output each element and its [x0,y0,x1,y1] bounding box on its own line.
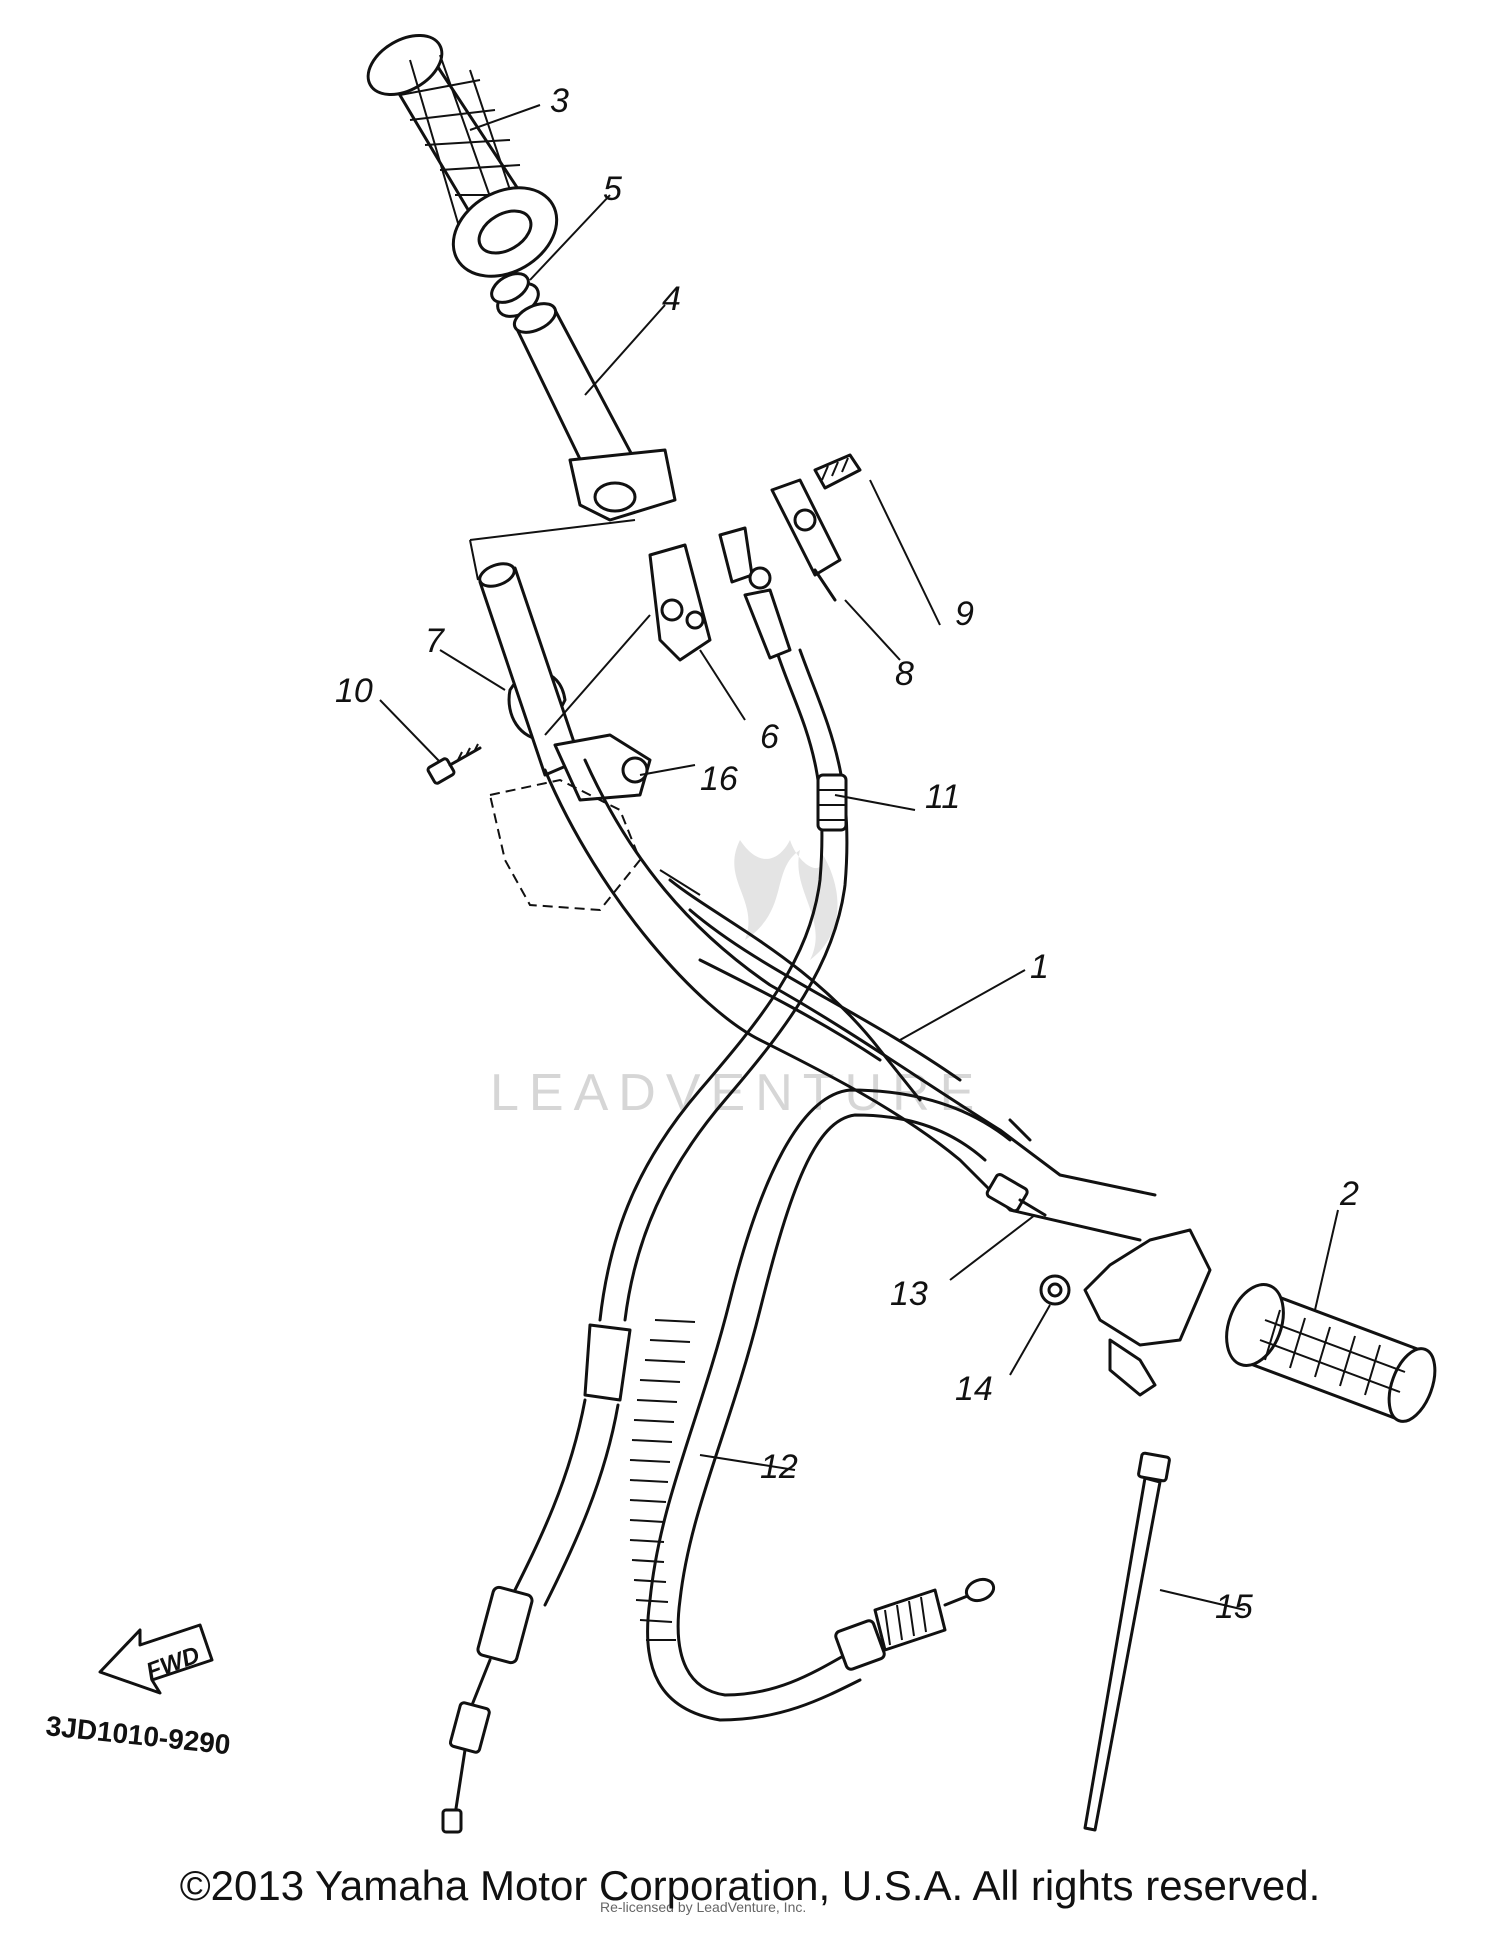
label-part-16: 16 [700,760,738,798]
label-part-9: 9 [955,595,974,633]
alignment-line [469,519,636,541]
part-3-throttle-grip [366,34,559,278]
label-part-3: 3 [550,82,569,120]
flame-logo-icon [734,840,838,960]
part-1-handlebar [543,758,1157,1242]
label-part-14: 14 [955,1370,993,1408]
part-12-clutch-cable [629,1088,1032,1722]
label-part-4: 4 [662,280,681,318]
watermark-small-text: Re-licensed by LeadVenture, Inc. [600,1899,806,1915]
part-2-grip [1225,1283,1437,1423]
label-part-1: 1 [1030,948,1049,986]
part-14-nut [1039,1274,1071,1306]
fwd-arrow-icon: FWD [98,1623,214,1695]
part-number-labels: 3 5 4 7 10 6 16 11 1 9 8 2 13 14 12 15 [335,82,1359,1626]
alignment-line [544,614,651,736]
part-4-throttle-tube [512,302,677,522]
part-16-cable-adjuster [621,756,649,784]
part-6-throttle-housing [648,543,712,662]
clutch-lever-holder [1083,1228,1212,1397]
leadventure-watermark: LEADVENTURE [490,840,974,1122]
label-part-15: 15 [1215,1588,1253,1626]
label-part-6: 6 [760,718,779,756]
copyright-footer: ©2013 Yamaha Motor Corporation, U.S.A. A… [179,1862,1321,1909]
label-part-11: 11 [925,778,960,816]
part-8-lever-holder [770,478,842,602]
label-part-7: 7 [425,622,445,660]
part-15-cable-tie [1083,1451,1171,1832]
label-part-12: 12 [760,1448,798,1486]
switch-outline-dashed [488,778,642,912]
leader-lines [379,104,1339,1611]
part-13-bolt [985,1173,1047,1217]
part-5-collar [490,272,540,318]
label-part-2: 2 [1339,1175,1359,1213]
label-part-5: 5 [603,170,622,208]
part-10-screw [426,743,482,785]
part-9-spring [813,453,862,490]
diagram-code: 3JD1010-9290 [44,1710,232,1760]
part-11-throttle-cable [441,526,849,1834]
label-part-13: 13 [890,1275,928,1313]
label-part-10: 10 [335,672,373,710]
label-part-8: 8 [895,655,914,693]
alignment-line [469,539,479,581]
